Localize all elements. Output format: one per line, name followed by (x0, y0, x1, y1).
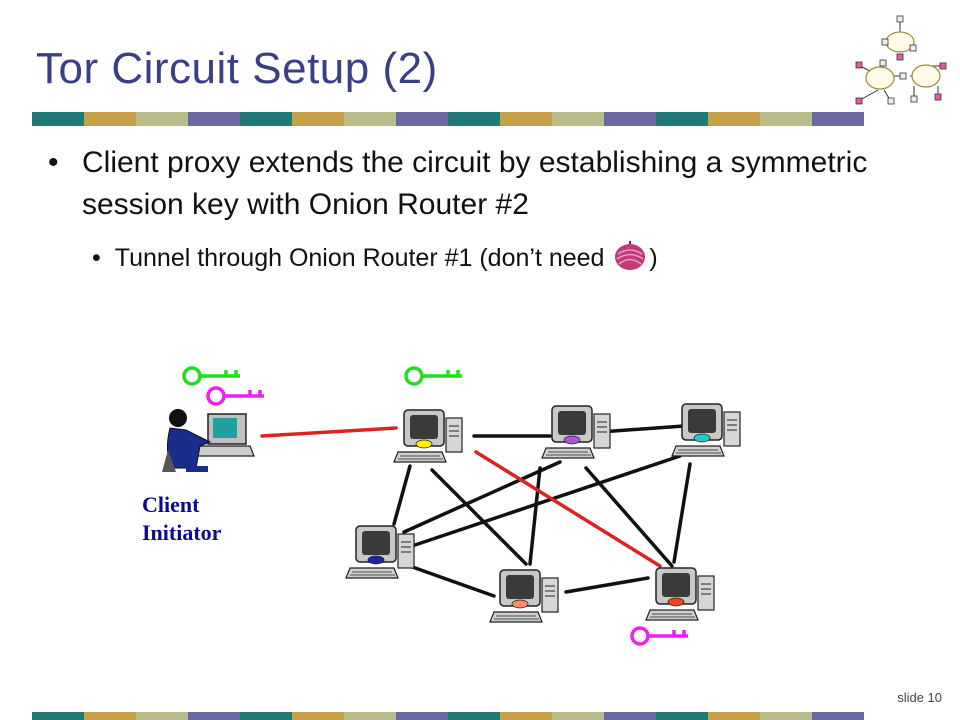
stripe-block (240, 712, 292, 720)
onion-router-6 (645, 567, 715, 621)
bullet-main: • Client proxy extends the circuit by es… (48, 142, 908, 226)
stripe-block (552, 712, 604, 720)
stripe-block (708, 712, 760, 720)
bullet-main-text: Client proxy extends the circuit by esta… (82, 146, 868, 221)
bullet-dot: • (48, 146, 59, 179)
session-key-magenta-router2-icon (630, 626, 688, 646)
stripe-block (708, 112, 760, 126)
onion-router-4 (345, 525, 415, 579)
stripe-block (500, 112, 552, 126)
bullet-sub-text-end: ) (649, 244, 658, 272)
slide-number: slide 10 (897, 690, 942, 705)
stripe-block (396, 112, 448, 126)
stripe-block (760, 712, 812, 720)
stripe-block (344, 712, 396, 720)
onion-icon (613, 240, 647, 281)
stripe-block (760, 112, 812, 126)
onion-network-logo-icon (855, 15, 947, 105)
client-label-line2: Initiator (142, 520, 222, 545)
circuit-links (260, 426, 662, 568)
onion-router-1 (393, 409, 463, 463)
session-key-green-router1-icon (404, 366, 462, 386)
stripe-block (136, 112, 188, 126)
client-label-line1: Client (142, 492, 200, 517)
stripe-block (292, 112, 344, 126)
stripe-block (604, 712, 656, 720)
onion-router-3 (671, 403, 741, 457)
network-links (392, 424, 692, 598)
stripe-block (500, 712, 552, 720)
bullet-sub: • Tunnel through Onion Router #1 (don’t n… (92, 240, 912, 281)
onion-router-5 (489, 569, 559, 623)
bullet-sub-text: Tunnel through Onion Router #1 (don’t ne… (114, 244, 612, 272)
client-user-icon (162, 409, 255, 472)
stripe-block (136, 712, 188, 720)
stripe-block (84, 712, 136, 720)
stripe-block (188, 112, 240, 126)
stripe-block (448, 712, 500, 720)
stripe-block (448, 112, 500, 126)
stripe-block (604, 112, 656, 126)
stripe-block (292, 712, 344, 720)
stripe-block (32, 712, 84, 720)
decorative-stripe-bottom (32, 712, 864, 720)
stripe-block (656, 112, 708, 126)
stripe-block (32, 112, 84, 126)
stripe-block (84, 112, 136, 126)
stripe-block (344, 112, 396, 126)
stripe-block (812, 712, 864, 720)
session-key-green-client-icon (182, 366, 240, 386)
stripe-block (552, 112, 604, 126)
stripe-block (396, 712, 448, 720)
stripe-block (656, 712, 708, 720)
slide-title: Tor Circuit Setup (2) (36, 44, 438, 93)
stripe-block (240, 112, 292, 126)
session-key-magenta-client-icon (206, 386, 264, 406)
stripe-block (812, 112, 864, 126)
decorative-stripe-top (32, 112, 864, 126)
bullet-dot-sub: • (92, 244, 101, 272)
stripe-block (188, 712, 240, 720)
onion-router-2 (541, 405, 611, 459)
